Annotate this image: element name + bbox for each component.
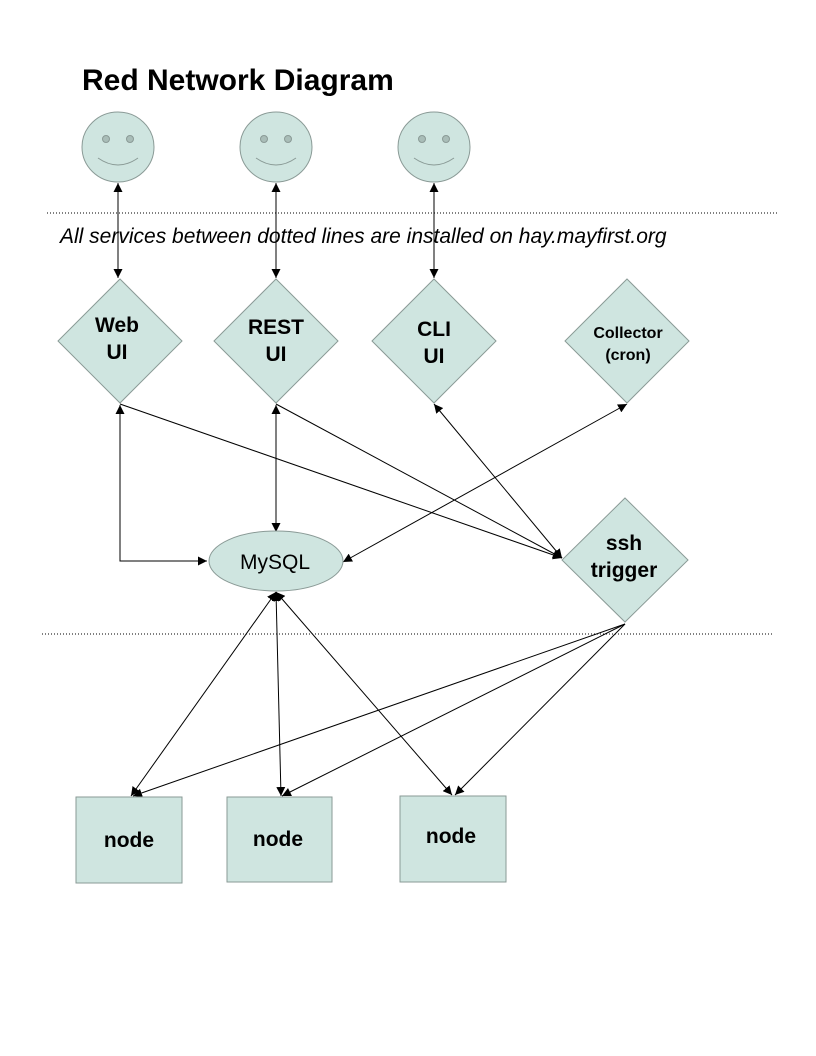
edges [113,183,628,798]
diagram-title: Red Network Diagram [82,64,394,97]
edge-cliui-ssh [433,403,563,559]
mysql-database: MySQL [208,530,344,592]
edge-ssh-node1 [132,623,626,798]
svg-text:UI: UI [424,345,445,368]
edge-webui-mysql [115,405,207,566]
edge-mysql-node3 [275,591,453,796]
svg-text:UI: UI [107,341,128,364]
collector-diamond: Collector (cron) [564,278,690,404]
svg-text:(cron): (cron) [605,347,650,364]
boundary-caption: All services between dotted lines are in… [58,225,667,248]
user-face-2 [239,111,313,183]
svg-text:REST: REST [248,316,304,339]
svg-text:CLI: CLI [417,318,451,341]
edge-ssh-node3 [454,623,626,796]
svg-text:MySQL: MySQL [240,551,310,574]
node-box-1: node [75,796,183,884]
svg-text:node: node [253,828,303,851]
svg-text:node: node [104,829,154,852]
rest-ui-diamond: REST UI [213,278,339,404]
ssh-trigger-diamond: ssh trigger [561,497,689,623]
user-face-3 [397,111,471,183]
node-box-2: node [226,796,333,883]
svg-text:node: node [426,825,476,848]
svg-text:UI: UI [266,343,287,366]
svg-text:trigger: trigger [591,559,658,582]
svg-text:Collector: Collector [593,325,662,342]
web-ui-diamond: Web UI [57,278,183,404]
node-box-3: node [399,795,507,883]
user-face-1 [81,111,155,183]
svg-text:ssh: ssh [606,532,642,555]
cli-ui-diamond: CLI UI [371,278,497,404]
edge-mysql-node1 [130,591,277,797]
edge-restui-ssh [275,403,563,559]
edge-ssh-node2 [281,623,626,797]
svg-text:Web: Web [95,314,139,337]
edge-webui-ssh [119,403,563,560]
edge-mysql-node2 [271,591,286,797]
